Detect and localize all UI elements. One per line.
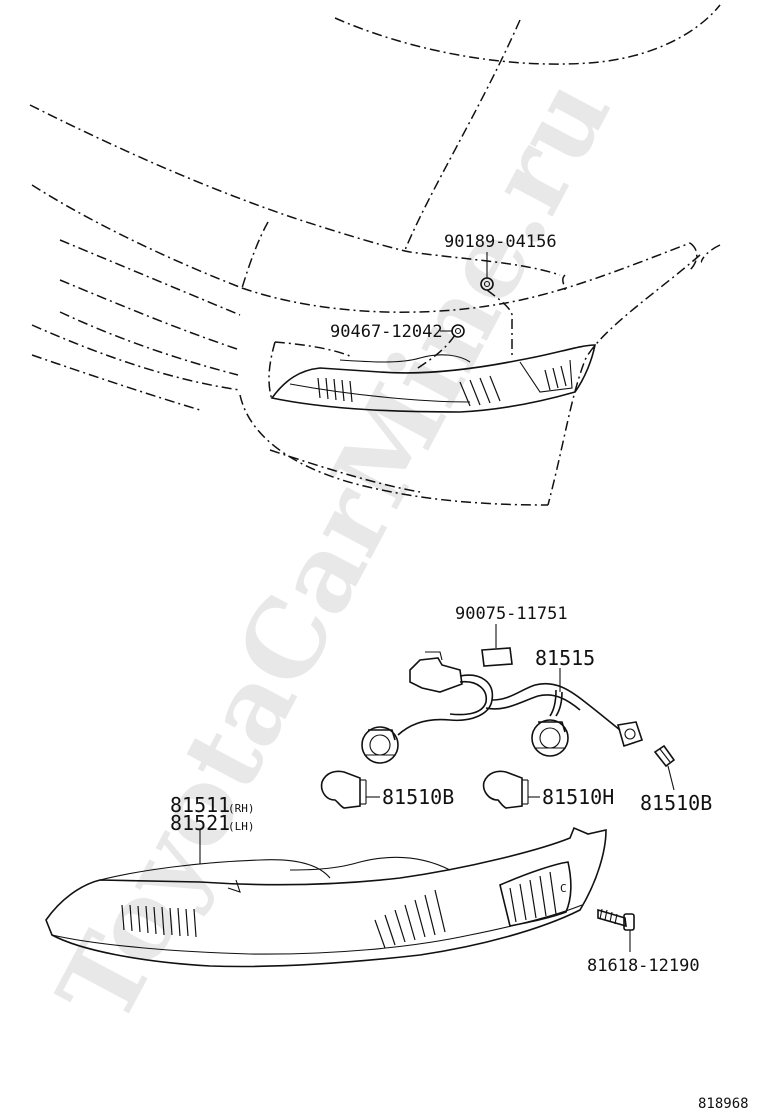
- part-label-sticker: 90075-11751: [455, 604, 568, 624]
- lamp-assembly: C: [45, 826, 607, 968]
- part-label-bulb-middle: 81510H: [542, 785, 614, 809]
- watermark: ToyotaCarMine.ru: [33, 59, 634, 1042]
- installed-lamp-hatch: [317, 365, 567, 407]
- part-label-lamp-lh-number: 81521: [170, 811, 230, 835]
- part-label-lamp-rh-side: (RH): [228, 802, 255, 815]
- diagram-code: 818968: [698, 1096, 749, 1112]
- part-label-lamp-lh-side: (LH): [228, 820, 255, 833]
- bulb-left-icon: [320, 770, 367, 809]
- part-label-socket-wire: 81515: [535, 646, 595, 670]
- lamp-c-mark: C: [560, 882, 567, 895]
- part-label-screw: 81618-12190: [587, 956, 700, 976]
- label-sticker-icon: [481, 624, 513, 667]
- part-label-bulb-right: 81510B: [640, 791, 712, 815]
- bulb-right-icon: [653, 744, 676, 768]
- vehicle-body-outline: [29, 4, 721, 506]
- part-label-clip-lower: 90467-12042: [330, 322, 443, 342]
- part-label-bulb-left: 81510B: [382, 785, 454, 809]
- bulb-right-leader: [667, 765, 675, 791]
- installed-lamp: [270, 344, 596, 413]
- part-label-lamp-rh-number: 81511: [170, 793, 230, 817]
- watermark-text: ToyotaCarMine.ru: [33, 59, 634, 1042]
- part-label-clip-upper: 90189-04156: [444, 232, 557, 252]
- lamp-hatch: [121, 871, 557, 949]
- bulb-middle-icon: [482, 770, 529, 809]
- socket-and-wire: [361, 651, 644, 764]
- screw-icon: [597, 908, 635, 931]
